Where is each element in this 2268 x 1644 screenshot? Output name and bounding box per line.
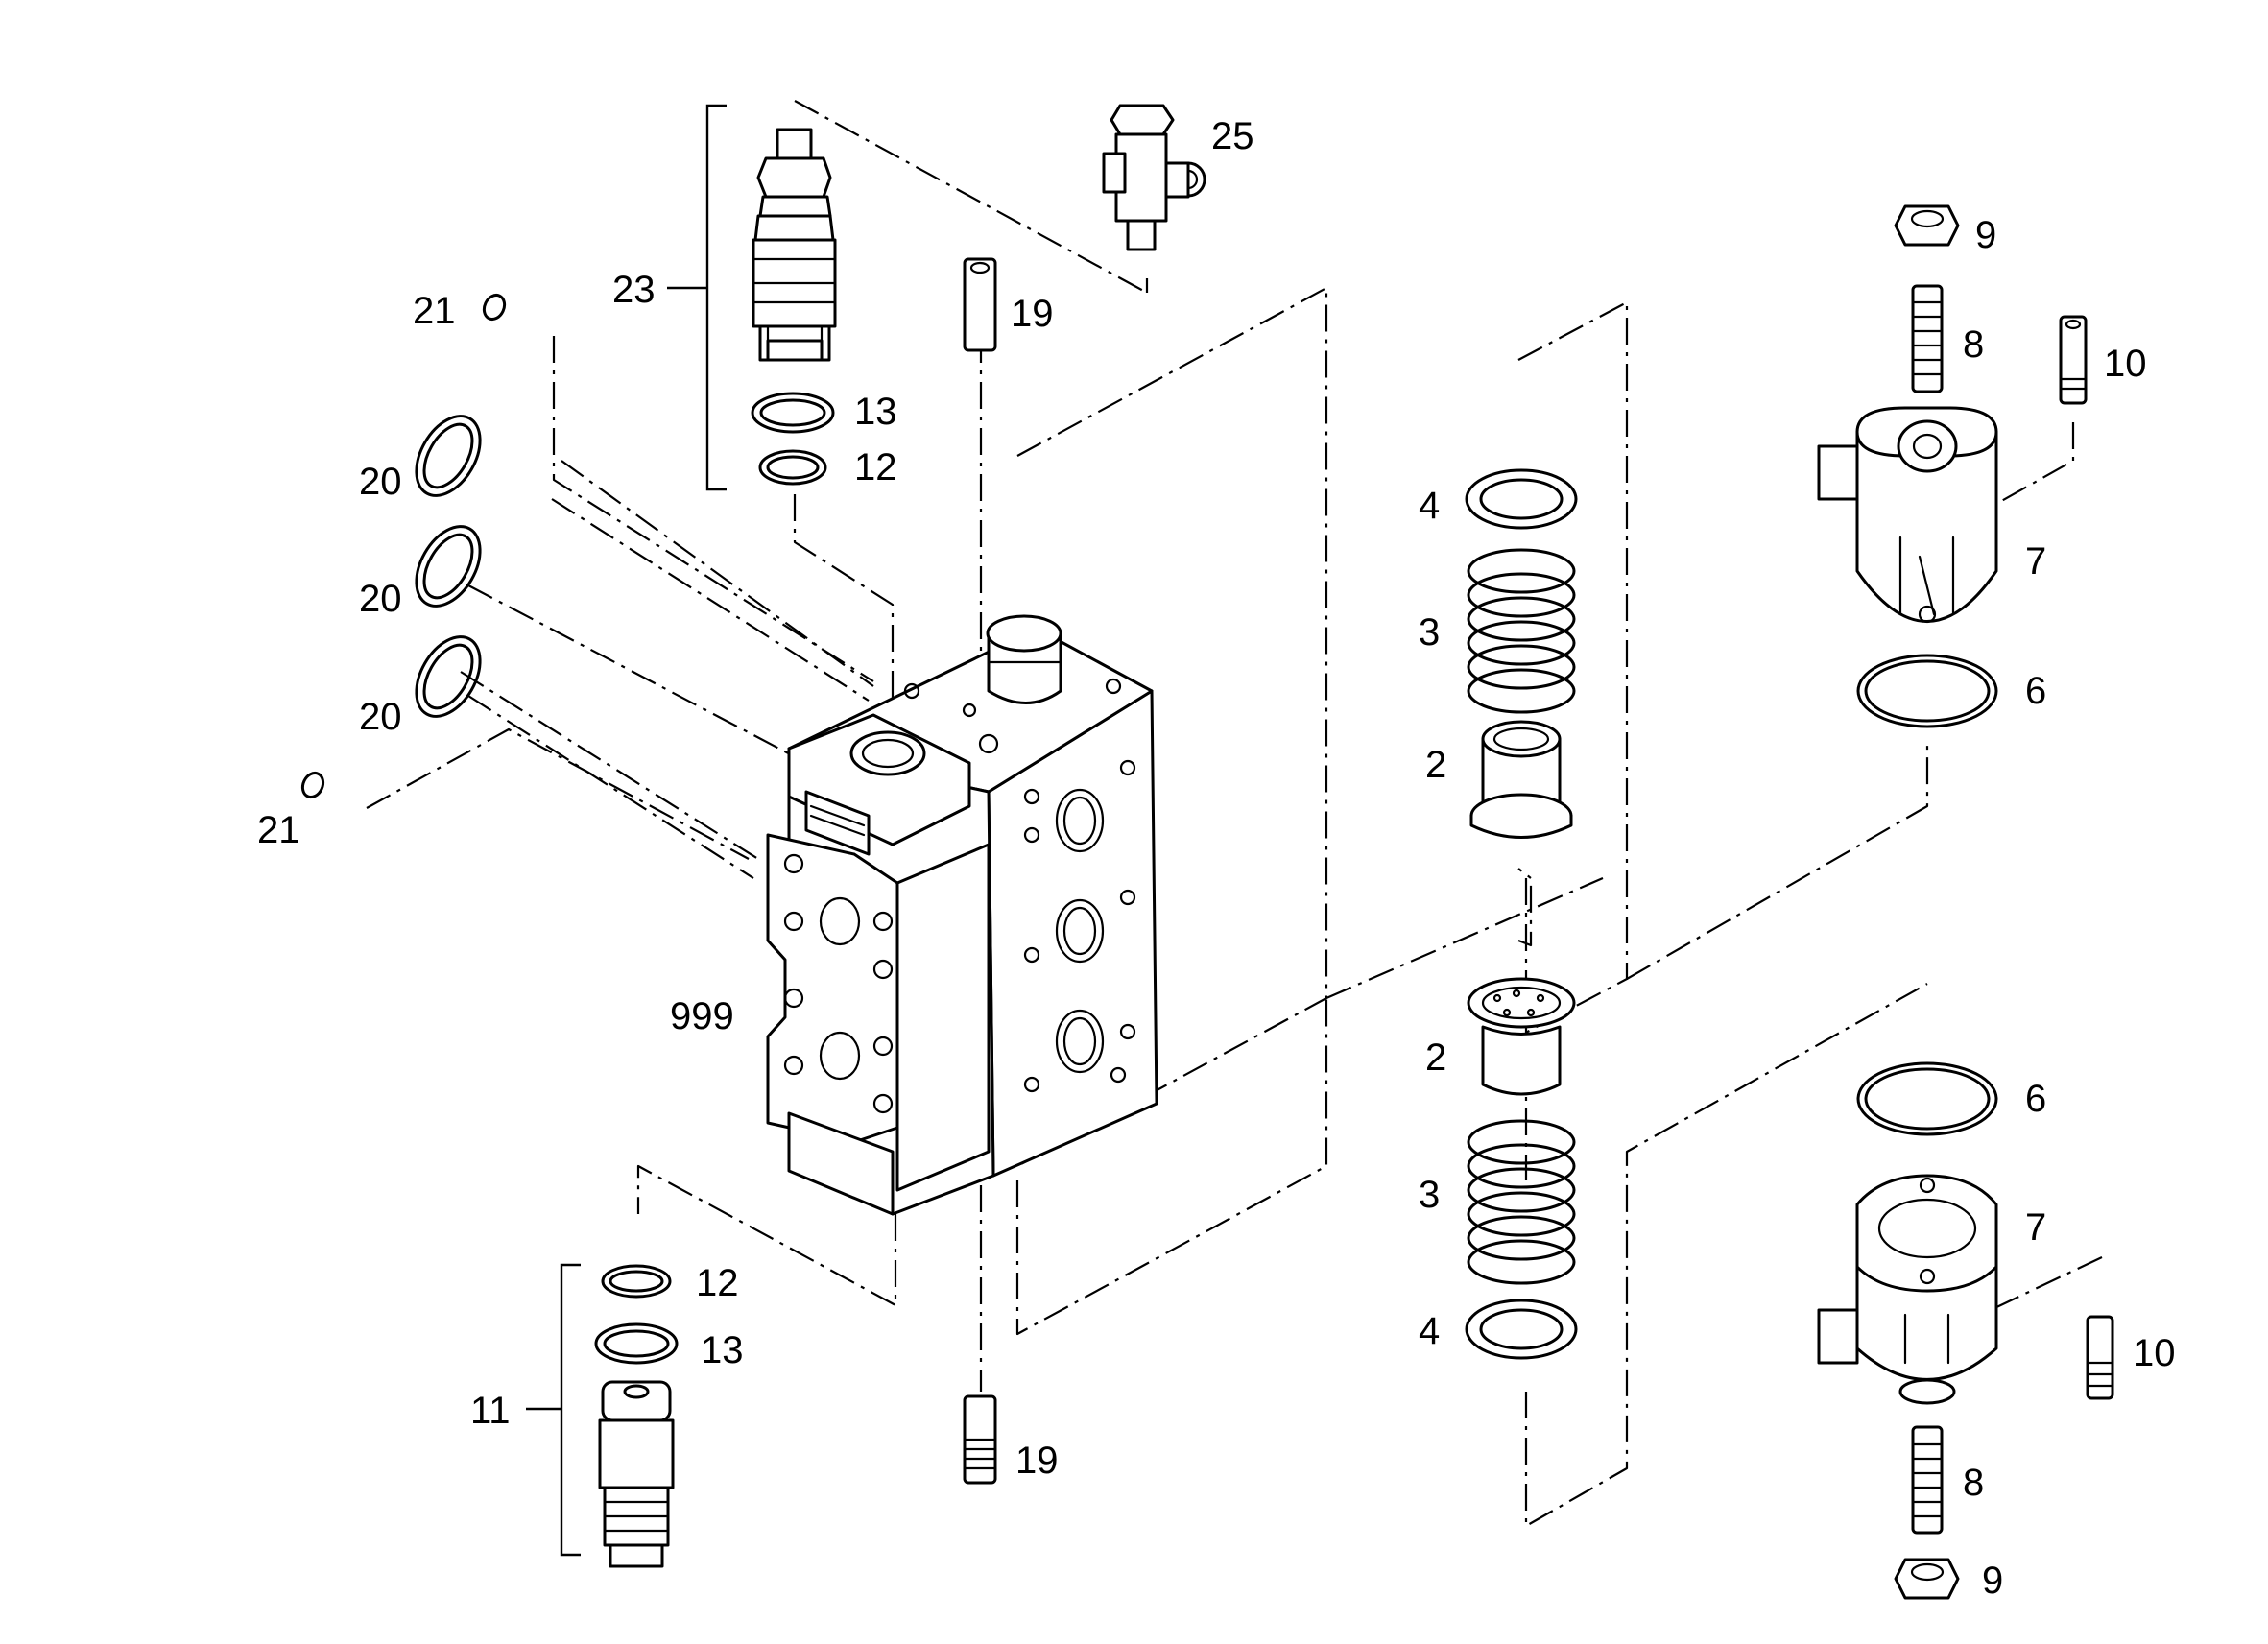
callout-4-top: 4: [1419, 485, 1440, 527]
callout-20-b: 20: [359, 578, 402, 620]
o-ring-21-bottom: [300, 771, 325, 799]
o-ring-12-top: [758, 449, 827, 486]
callout-20-c: 20: [359, 696, 402, 738]
callout-12-top: 12: [854, 446, 897, 488]
o-ring-12-bottom: [601, 1264, 672, 1299]
callout-9-bottom: 9: [1982, 1560, 2003, 1602]
screw-19-top: [963, 257, 997, 352]
callout-8-bottom: 8: [1963, 1462, 1984, 1504]
callout-3-bottom: 3: [1419, 1174, 1440, 1216]
assembly-leader-lines: [366, 100, 2103, 1528]
o-ring-6-top: [1856, 654, 1998, 728]
callout-4-bottom: 4: [1419, 1310, 1440, 1352]
callout-19-bottom: 19: [1015, 1440, 1059, 1482]
callout-20-a: 20: [359, 461, 402, 503]
fitting-25: [1102, 104, 1206, 251]
housing-7-top: [1817, 406, 1998, 624]
o-ring-20-c: [415, 635, 482, 718]
spring-seat-2-bottom: [1467, 977, 1576, 1096]
callout-2-bottom: 2: [1425, 1036, 1446, 1079]
washer-4-top: [1465, 468, 1578, 530]
screw-10-bottom: [2086, 1315, 2114, 1400]
cartridge-valve-11: [526, 1263, 675, 1568]
callout-23: 23: [612, 269, 656, 311]
callout-25: 25: [1211, 115, 1254, 157]
callout-3-top: 3: [1419, 611, 1440, 654]
callout-11: 11: [470, 1390, 511, 1432]
spring-3-top: [1467, 548, 1576, 714]
o-ring-6-bottom: [1856, 1061, 1998, 1136]
callout-10-bottom: 10: [2133, 1332, 2176, 1374]
nut-9-top: [1894, 204, 1960, 247]
callout-6-top: 6: [2025, 670, 2046, 712]
callout-7-top: 7: [2025, 540, 2046, 583]
nut-9-bottom: [1894, 1558, 1960, 1600]
callout-7-bottom: 7: [2025, 1206, 2046, 1249]
callout-999: 999: [670, 995, 734, 1037]
spring-3-bottom: [1467, 1119, 1576, 1285]
stud-8-bottom: [1911, 1425, 1944, 1535]
callout-21-top: 21: [413, 290, 456, 332]
callout-2-top: 2: [1425, 744, 1446, 786]
o-ring-20-b: [415, 525, 482, 608]
callout-13-bottom: 13: [701, 1329, 744, 1371]
washer-4-bottom: [1465, 1299, 1578, 1360]
o-ring-13-top: [751, 392, 835, 434]
callout-9-top: 9: [1975, 214, 1996, 256]
o-ring-13-bottom: [594, 1322, 679, 1365]
callout-21-bottom: 21: [257, 809, 300, 851]
spring-seat-2-top: [1469, 720, 1573, 839]
callout-13-top: 13: [854, 391, 897, 433]
screw-19-bottom: [963, 1394, 997, 1485]
housing-7-bottom: [1817, 1174, 1998, 1405]
callout-10-top: 10: [2104, 343, 2147, 385]
callout-labels: 25 23 21 19 13 12 20 20 20 21 999 12 13 …: [257, 115, 2176, 1602]
callout-12-bottom: 12: [696, 1262, 739, 1304]
stud-8-top: [1911, 284, 1944, 393]
callout-19-top: 19: [1011, 293, 1054, 335]
callout-8-top: 8: [1963, 323, 1984, 366]
screw-10-top: [2059, 315, 2088, 405]
valve-body-999: [766, 614, 1158, 1216]
o-ring-21-top: [482, 293, 507, 322]
cartridge-valve-23: [667, 104, 837, 491]
o-ring-20-a: [415, 415, 482, 497]
callout-6-bottom: 6: [2025, 1078, 2046, 1120]
